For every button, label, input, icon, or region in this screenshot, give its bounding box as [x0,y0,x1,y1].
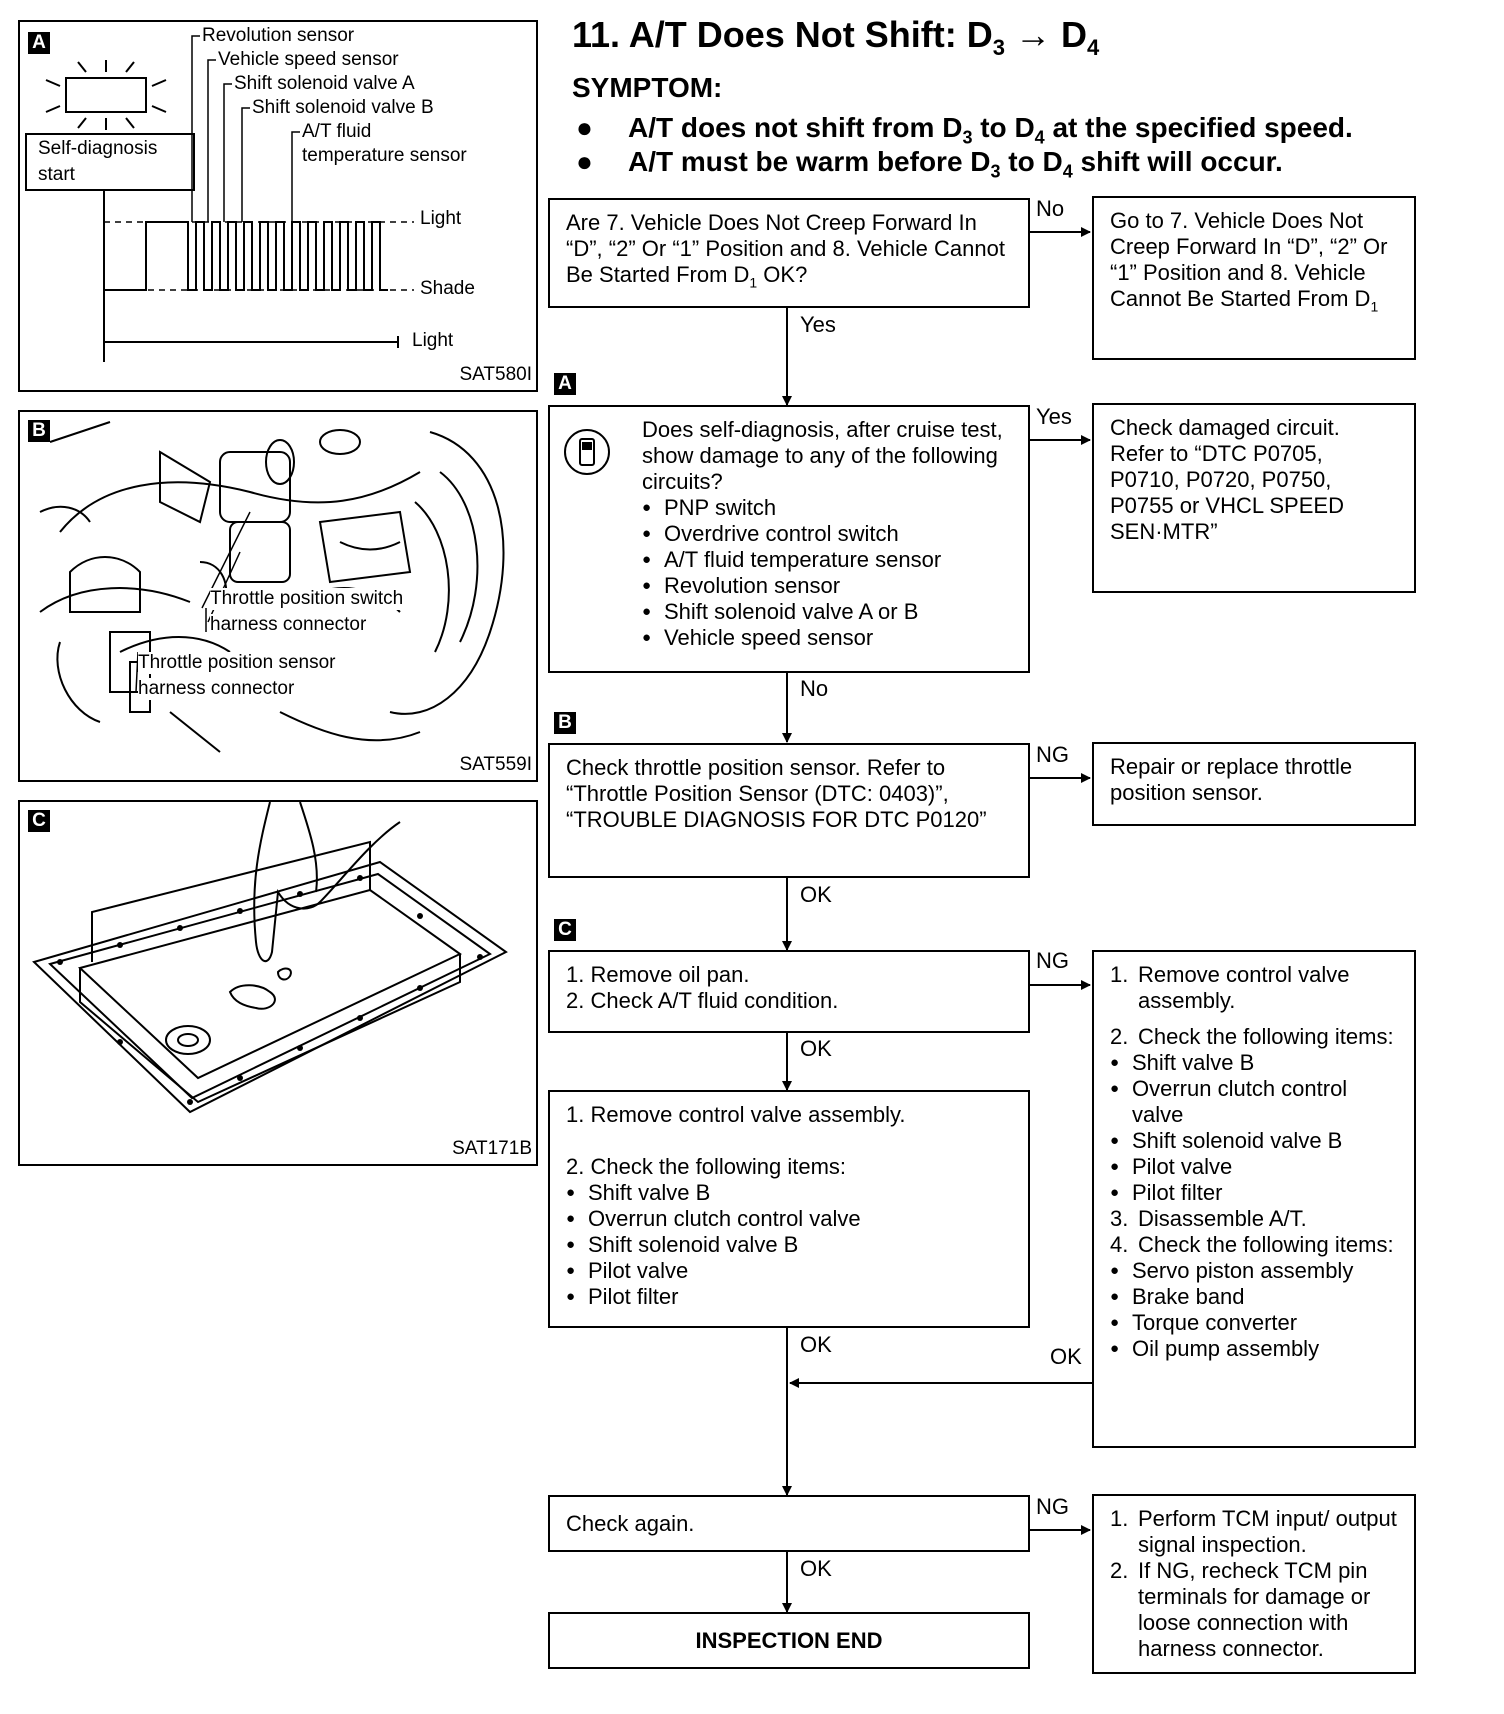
tp-switch-connector-label-2: harness connector [210,614,367,636]
panel-b-tag: B [28,420,50,442]
shift-solenoid-a-label: Shift solenoid valve A [234,73,415,94]
step-tag-c: C [554,919,576,941]
label-q4-ng: NG [1036,948,1069,973]
question-creep-forward: Are 7. Vehicle Does Not Creep Forward In… [548,198,1030,308]
tp-switch-connector-label-1: Throttle position switch [210,588,404,610]
page-title: 11. A/T Does Not Shift: D3 → D4 [572,14,1100,61]
label-q6-ok: OK [800,1556,832,1581]
check-item: Torque converter [1110,1310,1398,1336]
panel-a-ref: SAT580I [459,364,532,385]
check-item: Overrun clutch control valve [1110,1076,1398,1128]
circuit-item: Shift solenoid valve A or B [642,599,1012,625]
tp-sensor-connector-label-2: harness connector [138,678,295,700]
circuit-item: Overdrive control switch [642,521,1012,547]
check-item: Shift solenoid valve B [1110,1128,1398,1154]
shade-level-label: Shade [420,278,475,299]
revolution-sensor-label: Revolution sensor [202,25,355,46]
panel-c-oil-pan: C SAT171B [18,800,538,1166]
step-tag-b: B [554,712,576,734]
panel-a-tag: A [28,32,50,54]
step-check-throttle-sensor: Check throttle position sensor. Refer to… [548,743,1030,878]
label-q3-ok: OK [800,882,832,907]
vehicle-speed-sensor-label: Vehicle speed sensor [218,49,399,70]
check-item: Pilot valve [566,1258,1012,1284]
check-item: Oil pump assembly [1110,1336,1398,1362]
light-end-label: Light [412,330,454,351]
step-remove-oil-pan: 1. Remove oil pan. 2. Check A/T fluid co… [548,950,1030,1033]
tp-sensor-connector-label-1: Throttle position sensor [138,652,336,674]
symptom-label: SYMPTOM: [572,72,723,103]
self-diagnosis-start-box [25,133,195,191]
light-level-label: Light [420,208,462,229]
action-replace-throttle-sensor: Repair or replace throttle position sens… [1092,742,1416,826]
self-diagnosis-timing-diagram [25,35,414,362]
label-q1-no: No [1036,196,1065,221]
shift-solenoid-b-label: Shift solenoid valve B [252,97,434,118]
label-q4ng-ok: OK [1050,1344,1082,1369]
check-item: Shift valve B [1110,1050,1398,1076]
check-item: Shift valve B [566,1180,1012,1206]
check-item: Brake band [1110,1284,1398,1310]
lamp-rays-icon [45,60,167,130]
action-fluid-ng-procedure: 1.Remove control valve assembly. 2.Check… [1092,950,1416,1448]
label-q2-no: No [800,676,829,701]
label-q2-yes: Yes [1036,404,1072,429]
panel-b-throttle-connectors: B [18,410,538,782]
temperature-sensor-label: temperature sensor [302,145,467,166]
action-go-to-7-8: Go to 7. Vehicle Does Not Creep Forward … [1092,196,1416,360]
circuit-item: PNP switch [642,495,1012,521]
panel-c-ref: SAT171B [452,1138,532,1159]
check-item: Servo piston assembly [1110,1258,1398,1284]
symptom-bullet-2: ●A/T must be warm before D3 to D4 shift … [576,146,1283,182]
panel-c-tag: C [28,810,50,832]
label-q1-yes: Yes [800,312,836,337]
check-item: Pilot filter [566,1284,1012,1310]
inspection-end: INSPECTION END [548,1612,1030,1669]
question-self-diagnosis: Does self-diagnosis, after cruise test, … [548,405,1030,673]
symptom-bullet-1: ●A/T does not shift from D3 to D4 at the… [576,112,1353,148]
check-item: Shift solenoid valve B [566,1232,1012,1258]
step-tag-a: A [554,373,576,395]
label-q5-ok: OK [800,1332,832,1357]
check-item: Pilot filter [1110,1180,1398,1206]
step-check-again: Check again. [548,1495,1030,1552]
action-check-damaged-circuit: Check damaged circuit. Refer to “DTC P07… [1092,403,1416,593]
oil-pan-illustration [32,802,508,1114]
consult-icon [564,429,610,475]
label-q3-ng: NG [1036,742,1069,767]
circuit-item: Vehicle speed sensor [642,625,1012,651]
self-diagnosis-start-label: Self-diagnosis start [38,138,158,185]
check-item: Pilot valve [1110,1154,1398,1180]
panel-b-ref: SAT559I [459,754,532,775]
action-tcm-inspection: 1.Perform TCM input/ output signal inspe… [1092,1494,1416,1674]
check-item: Overrun clutch control valve [566,1206,1012,1232]
circuit-item: A/T fluid temperature sensor [642,547,1012,573]
lamp-icon [65,77,147,113]
label-q4-ok: OK [800,1036,832,1061]
circuit-item: Revolution sensor [642,573,1012,599]
step-remove-control-valve: 1. Remove control valve assembly. 2. Che… [548,1090,1030,1328]
panel-a-self-diagnosis: A Self-diagnosis start Revolution sensor [18,20,538,392]
at-fluid-label: A/T fluid [302,121,372,142]
label-q6-ng: NG [1036,1494,1069,1519]
